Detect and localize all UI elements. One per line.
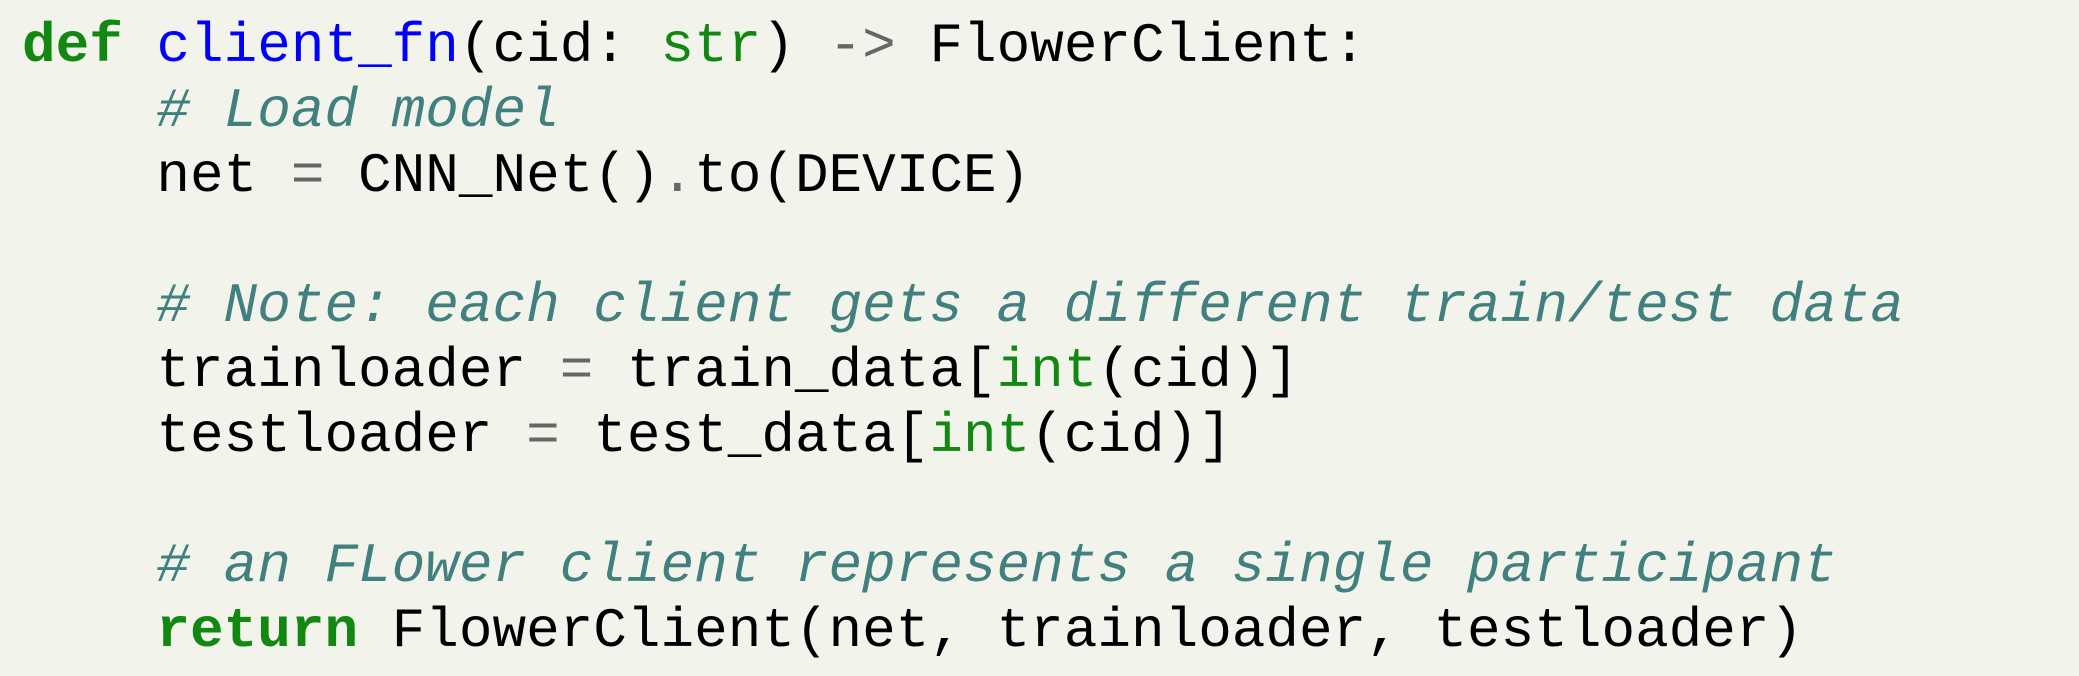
code-line-7: testloader = test_data[int(cid)] (22, 404, 2079, 469)
code-line-3: net = CNN_Net().to(DEVICE) (22, 144, 2079, 209)
token-keyword: def (22, 14, 123, 78)
token-comment: # Note: each client gets a different tra… (156, 274, 1904, 338)
token-operator: = (290, 144, 325, 208)
token-plain (22, 79, 156, 143)
token-plain (22, 274, 156, 338)
token-plain: CNN_Net() (324, 144, 661, 208)
token-builtin: str (660, 14, 762, 78)
code-line-5: # Note: each client gets a different tra… (22, 274, 2079, 339)
token-builtin: int (929, 404, 1031, 468)
token-plain: ) (761, 14, 829, 78)
token-plain: net (22, 144, 291, 208)
token-keyword: return (156, 599, 359, 663)
token-operator: -> (828, 14, 896, 78)
code-line-2: # Load model (22, 79, 2079, 144)
token-plain: test_data[ (559, 404, 930, 468)
token-plain: testloader (22, 404, 527, 468)
code-line-9: # an FLower client represents a single p… (22, 534, 2079, 599)
token-plain: (cid: (458, 14, 661, 78)
token-plain: (cid)] (1030, 404, 1232, 468)
token-function: client_fn (156, 14, 459, 78)
token-plain: FlowerClient: (895, 14, 1367, 78)
code-line-6: trainloader = train_data[int(cid)] (22, 339, 2079, 404)
code-line-8 (22, 469, 2079, 534)
token-plain (22, 534, 156, 598)
token-plain: (cid)] (1097, 339, 1300, 403)
token-comment: # Load model (156, 79, 560, 143)
token-plain (22, 599, 156, 663)
code-line-1: def client_fn(cid: str) -> FlowerClient: (22, 14, 2079, 79)
token-plain: train_data[ (593, 339, 997, 403)
token-builtin: int (996, 339, 1098, 403)
token-operator: = (526, 404, 560, 468)
token-plain: to(DEVICE) (694, 144, 1031, 208)
token-plain: trainloader (22, 339, 560, 403)
token-plain: FlowerClient(net, trainloader, testloade… (358, 599, 1804, 663)
token-comment: # an FLower client represents a single p… (156, 534, 1837, 598)
token-operator: = (559, 339, 594, 403)
token-operator: . (660, 144, 695, 208)
code-line-10: return FlowerClient(net, trainloader, te… (22, 599, 2079, 664)
token-plain (123, 14, 157, 78)
code-line-4 (22, 209, 2079, 274)
